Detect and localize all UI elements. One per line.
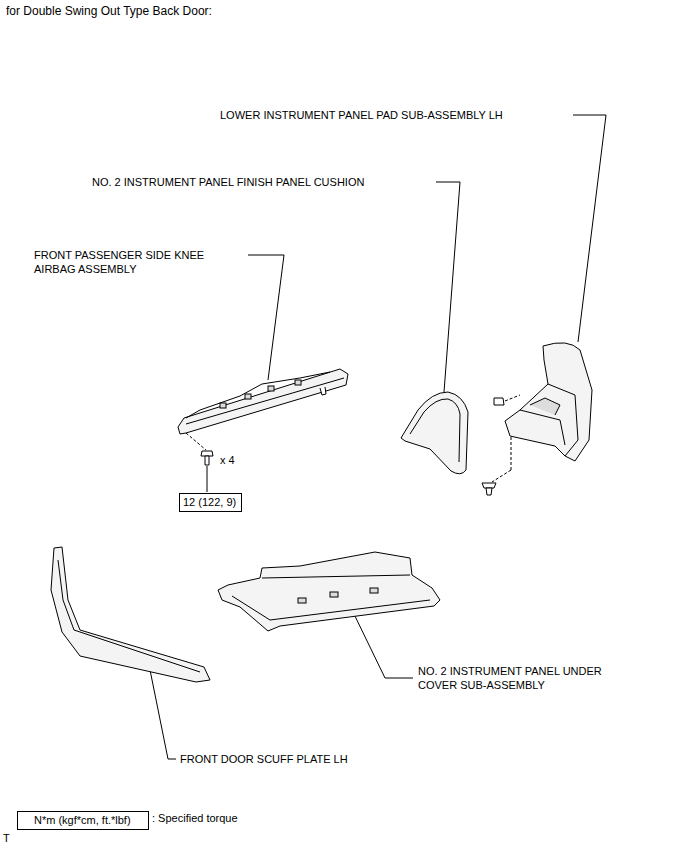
node-text: 12 (122, 9) xyxy=(183,495,241,509)
knee-airbag xyxy=(178,369,348,434)
install-line xyxy=(505,395,520,401)
clip xyxy=(482,483,496,495)
under-cover xyxy=(218,552,440,631)
node-text: N*m (kgf*cm, ft.*lbf) xyxy=(34,813,148,827)
part-name: NO. 2 INSTRUMENT PANEL UNDER COVER SUB-A… xyxy=(418,664,628,692)
part-name: LOWER INSTRUMENT PANEL PAD SUB-ASSEMBLY … xyxy=(220,108,503,122)
leader-line xyxy=(436,182,460,392)
unit-box: N*m (kgf*cm, ft.*lbf) xyxy=(17,811,149,830)
finish-panel-cushion xyxy=(401,392,468,474)
part-name: FRONT DOOR SCUFF PLATE LH xyxy=(180,752,348,766)
lower-panel-pad xyxy=(505,343,592,461)
scuff-plate xyxy=(51,547,210,682)
quantity-label: x 4 xyxy=(220,453,235,467)
leader-line xyxy=(207,466,208,492)
install-line xyxy=(492,470,511,482)
corner-mark: T xyxy=(3,831,10,845)
torque-box: 12 (122, 9) xyxy=(179,493,242,512)
leader-line xyxy=(248,255,284,380)
legend-note: : Specified torque xyxy=(152,811,238,825)
part-name: NO. 2 INSTRUMENT PANEL FINISH PANEL CUSH… xyxy=(92,175,364,189)
install-line xyxy=(511,432,512,470)
screw xyxy=(494,398,504,405)
part-name: FRONT PASSENGER SIDE KNEE AIRBAG ASSEMBL… xyxy=(34,248,229,276)
install-line xyxy=(186,433,206,450)
diagram-title: for Double Swing Out Type Back Door: xyxy=(6,4,212,19)
leader-line xyxy=(573,115,606,342)
bolt xyxy=(201,451,213,465)
leader-line xyxy=(353,612,413,678)
